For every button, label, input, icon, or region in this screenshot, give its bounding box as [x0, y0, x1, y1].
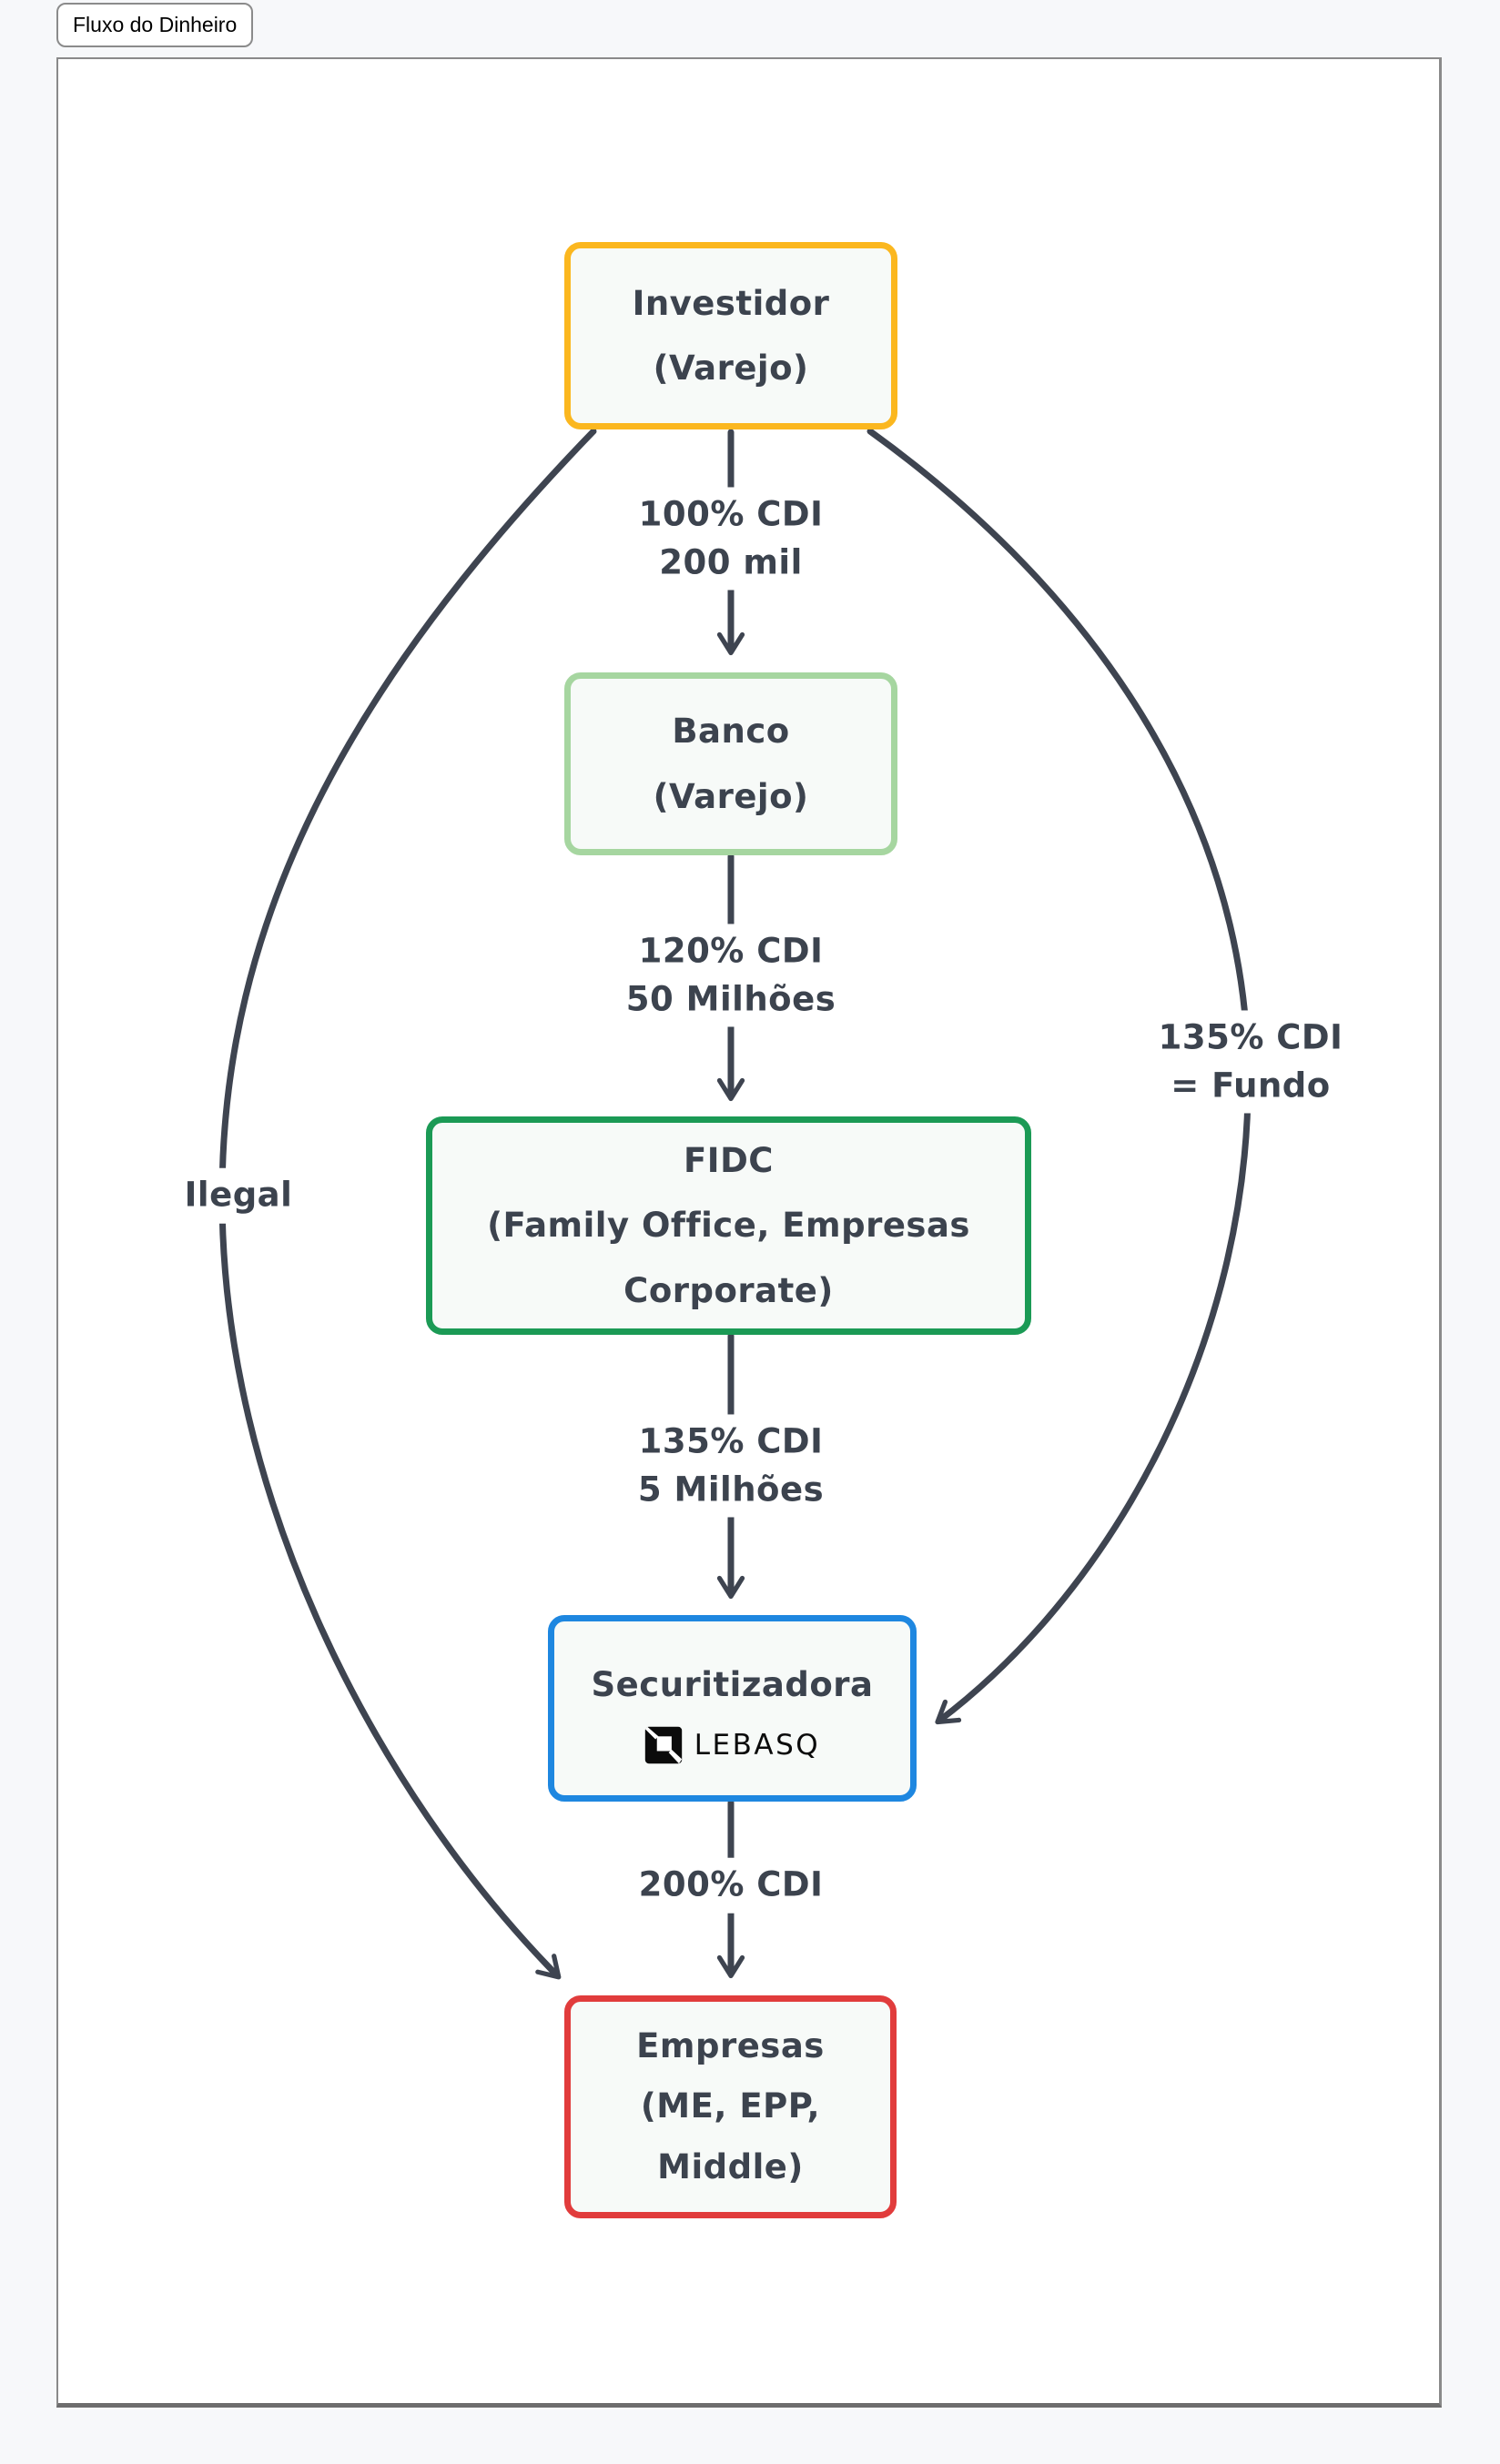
- node-banco-sublabel: (Varejo): [653, 776, 809, 816]
- node-empresas-label: Empresas: [636, 2025, 825, 2065]
- edge-label-ilegal: Ilegal: [173, 1167, 304, 1224]
- node-empresas: Empresas (ME, EPP, Middle): [564, 1995, 897, 2218]
- node-fidc-label: FIDC: [684, 1141, 774, 1181]
- node-securitizadora-label: Securitizadora: [591, 1664, 874, 1704]
- edge-label-securitizadora-empresas: 200% CDI: [627, 1857, 835, 1914]
- node-investidor: Investidor (Varejo): [564, 242, 897, 429]
- lebasq-logo-wordmark: LEBASQ: [694, 1728, 821, 1762]
- node-fidc: FIDC (Family Office, Empresas Corporate): [426, 1116, 1031, 1335]
- node-securitizadora: Securitizadora LEBASQ: [548, 1615, 917, 1802]
- lebasq-logo-icon: [644, 1726, 682, 1764]
- lebasq-logo: LEBASQ: [644, 1726, 820, 1764]
- node-investidor-label: Investidor: [632, 283, 830, 323]
- edge-label-line: 120% CDI: [638, 931, 824, 971]
- diagram-canvas: Investidor (Varejo) Banco (Varejo) FIDC …: [56, 57, 1442, 2408]
- node-banco-label: Banco: [672, 712, 790, 752]
- node-investidor-sublabel: (Varejo): [653, 348, 809, 388]
- node-empresas-sublabel-1: (ME, EPP,: [640, 2086, 821, 2126]
- node-empresas-sublabel-2: Middle): [657, 2146, 804, 2186]
- edge-label-line: 200% CDI: [638, 1864, 824, 1904]
- edge-label-line: 5 Milhões: [637, 1469, 825, 1509]
- edge-label-fundo: 135% CDI = Fundo: [1147, 1010, 1354, 1114]
- edge-label-line: 135% CDI: [1158, 1017, 1343, 1057]
- edge-label-banco-fidc: 120% CDI 50 Milhões: [614, 924, 847, 1027]
- edge-label-line: = Fundo: [1171, 1065, 1331, 1105]
- edge-label-line: 200 mil: [659, 542, 803, 581]
- edge-label-line: Ilegal: [184, 1175, 293, 1215]
- edge-label-line: 100% CDI: [638, 494, 824, 534]
- edge-label-fidc-securitizadora: 135% CDI 5 Milhões: [626, 1414, 836, 1518]
- edge-label-investidor-banco: 100% CDI 200 mil: [627, 487, 835, 591]
- node-fidc-sublabel-1: (Family Office, Empresas: [487, 1206, 970, 1246]
- diagram-title-tab[interactable]: Fluxo do Dinheiro: [56, 3, 254, 47]
- node-banco: Banco (Varejo): [564, 672, 897, 855]
- node-fidc-sublabel-2: Corporate): [623, 1270, 834, 1310]
- edge-label-line: 50 Milhões: [625, 979, 836, 1018]
- edge-label-line: 135% CDI: [638, 1421, 824, 1461]
